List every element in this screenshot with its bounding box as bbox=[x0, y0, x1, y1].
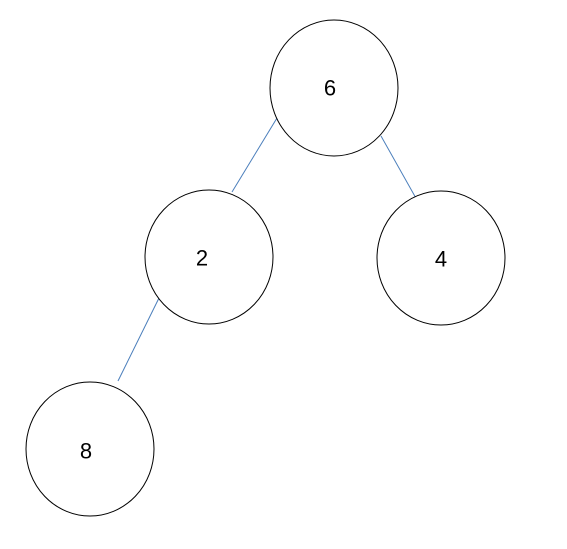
edge-6-2 bbox=[231, 117, 278, 193]
edge-2-8 bbox=[117, 297, 160, 382]
node-circle-2 bbox=[144, 189, 274, 325]
tree-node-8: 8 bbox=[25, 381, 155, 517]
tree-edges bbox=[117, 117, 418, 382]
node-circle-6 bbox=[269, 19, 399, 157]
tree-node-2: 2 bbox=[144, 189, 274, 325]
tree-nodes: 6 2 4 8 bbox=[25, 19, 506, 517]
node-circle-4 bbox=[376, 190, 506, 326]
tree-node-4: 4 bbox=[376, 190, 506, 326]
node-label-2: 2 bbox=[196, 246, 208, 271]
node-label-8: 8 bbox=[80, 439, 92, 464]
edge-6-4 bbox=[380, 135, 418, 201]
node-label-6: 6 bbox=[324, 76, 336, 101]
node-label-4: 4 bbox=[435, 247, 447, 272]
node-circle-8 bbox=[25, 381, 155, 517]
tree-node-6: 6 bbox=[269, 19, 399, 157]
